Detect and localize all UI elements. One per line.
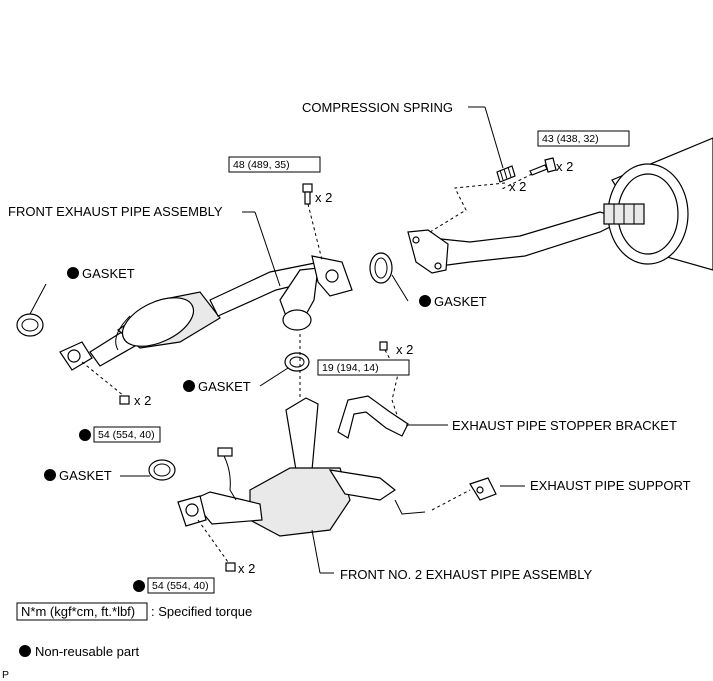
qty-spring: x 2: [509, 179, 526, 194]
non-reusable-dot-icon: [44, 469, 56, 481]
legend-non-reusable-dot-icon: [19, 645, 31, 657]
legend-torque-unit: N*m (kgf*cm, ft.*lbf): [21, 604, 135, 619]
label-exhaust-pipe-stopper-bracket: EXHAUST PIPE STOPPER BRACKET: [452, 418, 677, 433]
exhaust-support-part: [469, 477, 497, 501]
bolt-48-part: [302, 183, 313, 205]
compression-spring-part: [496, 165, 516, 183]
torque-43: 43 (438, 32): [542, 133, 599, 145]
gasket-lower-part: [148, 459, 176, 481]
non-reusable-dot-icon: [133, 580, 145, 592]
non-reusable-dot-icon: [67, 267, 79, 279]
label-exhaust-pipe-support: EXHAUST PIPE SUPPORT: [530, 478, 691, 493]
torque-19: 19 (194, 14): [322, 362, 379, 374]
legend-torque-desc: : Specified torque: [151, 604, 252, 619]
gasket-left-part: [16, 313, 44, 337]
qty-bolt-43: x 2: [556, 159, 573, 174]
front-no2-exhaust-pipe-part: [177, 397, 426, 537]
gasket-right-part: [369, 252, 393, 284]
gasket-middle-part: [284, 352, 310, 372]
torque-54-lower: 54 (554, 40): [152, 580, 209, 592]
nut-54-lower-part: [225, 562, 236, 572]
qty-nut-54-lower: x 2: [238, 561, 255, 576]
label-gasket-left: GASKET: [82, 266, 135, 281]
legend-non-reusable: Non-reusable part: [35, 644, 139, 659]
label-front-exhaust-pipe-assembly: FRONT EXHAUST PIPE ASSEMBLY: [8, 204, 223, 219]
qty-bolt-19: x 2: [396, 342, 413, 357]
label-front-no2-exhaust-pipe-assembly: FRONT NO. 2 EXHAUST PIPE ASSEMBLY: [340, 567, 592, 582]
stopper-bracket-part: [337, 341, 409, 439]
front-exhaust-pipe-part: [59, 255, 353, 371]
tail-pipe-muffler: [407, 137, 713, 274]
nut-54-upper-part: [119, 395, 130, 405]
bolt-43-part: [529, 157, 557, 176]
label-gasket-right: GASKET: [434, 294, 487, 309]
label-gasket-lower: GASKET: [59, 468, 112, 483]
torque-54-upper: 54 (554, 40): [98, 429, 155, 441]
qty-nut-54-upper: x 2: [134, 393, 151, 408]
corner-mark: P: [2, 669, 9, 681]
label-compression-spring: COMPRESSION SPRING: [302, 100, 453, 115]
non-reusable-dot-icon: [79, 429, 91, 441]
label-gasket-middle: GASKET: [198, 379, 251, 394]
torque-48: 48 (489, 35): [233, 159, 290, 171]
non-reusable-dot-icon: [183, 380, 195, 392]
qty-bolt-48: x 2: [315, 190, 332, 205]
non-reusable-dot-icon: [419, 295, 431, 307]
